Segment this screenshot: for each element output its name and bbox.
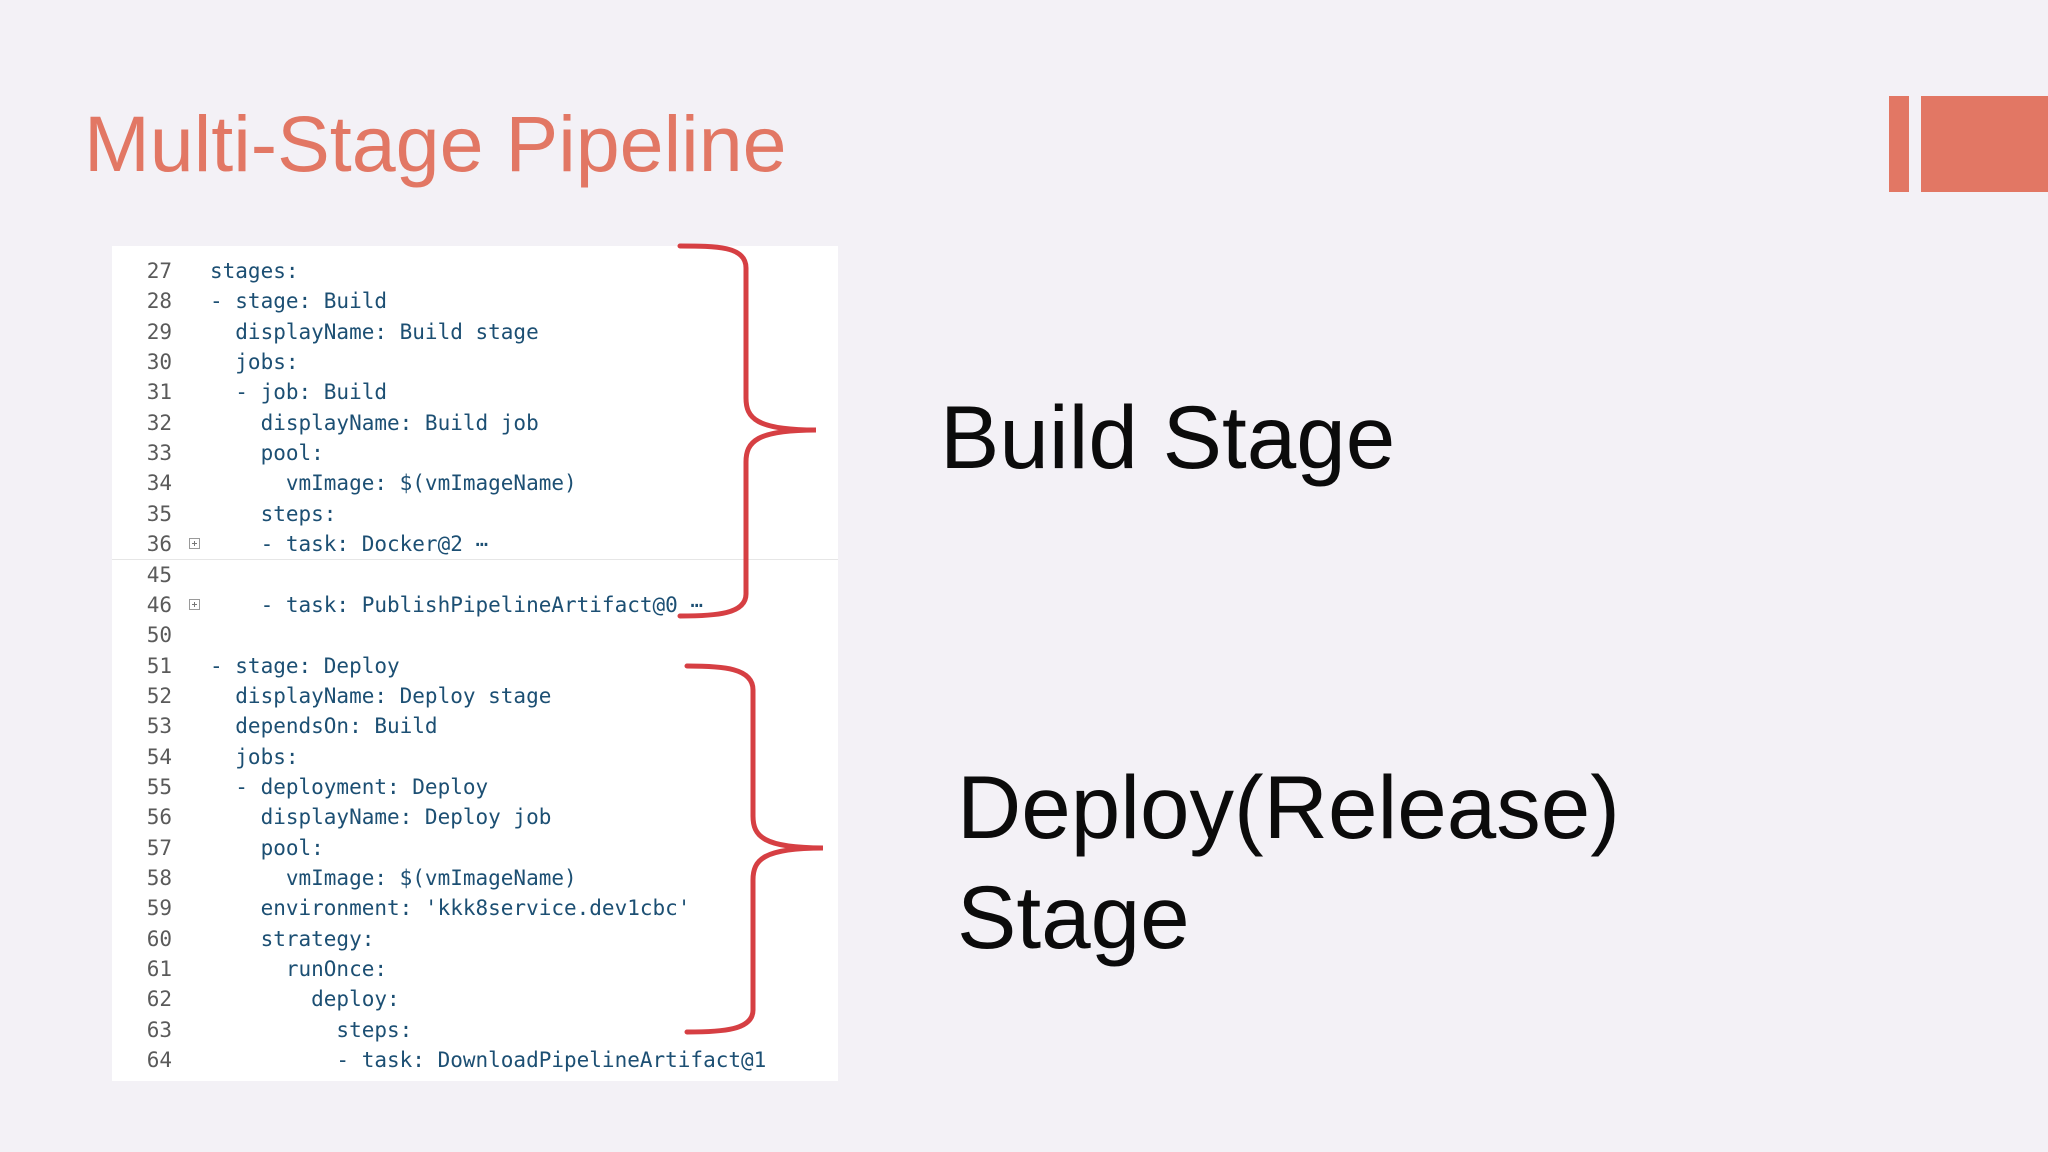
- line-number: 62: [146, 987, 172, 1012]
- code-text: dependsOn: Build: [210, 714, 438, 739]
- code-line: 31 - job: Build: [112, 377, 838, 407]
- code-text: jobs:: [210, 350, 299, 375]
- code-line: 30 jobs:: [112, 347, 838, 377]
- code-text: - stage: Deploy: [210, 653, 400, 678]
- line-number: 60: [146, 926, 172, 951]
- deploy-stage-label-line2: Stage: [957, 867, 1190, 967]
- build-stage-label: Build Stage: [940, 387, 1396, 487]
- code-line: 59 environment: 'kkk8service.dev1cbc': [112, 893, 838, 923]
- code-line: 58 vmImage: $(vmImageName): [112, 863, 838, 893]
- line-number: 33: [146, 441, 172, 466]
- code-line: 32 displayName: Build job: [112, 408, 838, 438]
- line-number: 61: [146, 957, 172, 982]
- code-text: - task: DownloadPipelineArtifact@1: [210, 1048, 767, 1073]
- code-text: deploy:: [210, 987, 400, 1012]
- code-text: displayName: Deploy job: [210, 805, 552, 830]
- code-text: displayName: Build stage: [210, 319, 539, 344]
- code-text: - job: Build: [210, 380, 388, 405]
- line-number: 36: [146, 532, 172, 557]
- code-line: 53 dependsOn: Build: [112, 711, 838, 741]
- code-line: 46 - task: PublishPipelineArtifact@0 ⋯: [112, 590, 838, 620]
- line-number: 57: [146, 835, 172, 860]
- code-text: displayName: Build job: [210, 410, 539, 435]
- code-line: 63 steps:: [112, 1015, 838, 1045]
- code-screenshot-panel: 27 stages: 28 - stage: Build 29 displayName:…: [112, 246, 838, 1081]
- code-text: environment: 'kkk8service.dev1cbc': [210, 896, 691, 921]
- code-text: - task: Docker@2 ⋯: [210, 532, 489, 557]
- code-line: 33 pool:: [112, 438, 838, 468]
- line-number: 50: [146, 623, 172, 648]
- line-number: 56: [146, 805, 172, 830]
- line-number: 30: [146, 350, 172, 375]
- deploy-stage-label-line1: Deploy(Release): [957, 757, 1620, 857]
- code-line: 52 displayName: Deploy stage: [112, 681, 838, 711]
- line-number: 27: [146, 259, 172, 283]
- code-text: steps:: [210, 501, 337, 526]
- line-number: 52: [146, 683, 172, 708]
- code-text: - task: PublishPipelineArtifact@0 ⋯: [210, 592, 704, 617]
- code-line: 34 vmImage: $(vmImageName): [112, 468, 838, 498]
- build-stage-brace: [677, 243, 817, 619]
- deploy-stage-brace: [684, 663, 824, 1035]
- code-text: jobs:: [210, 744, 299, 769]
- line-number: 31: [146, 380, 172, 405]
- code-text: displayName: Deploy stage: [210, 683, 552, 708]
- line-number: 45: [146, 562, 172, 587]
- code-line: 50: [112, 620, 838, 650]
- decorative-accent-bar-wide: [1921, 96, 2048, 192]
- line-number: 46: [146, 592, 172, 617]
- code-text: steps:: [210, 1017, 413, 1042]
- code-line: 28 - stage: Build: [112, 286, 838, 316]
- line-number: 51: [146, 653, 172, 678]
- code-line: 61 runOnce:: [112, 954, 838, 984]
- expand-fold-icon[interactable]: [189, 538, 200, 550]
- slide-title: Multi-Stage Pipeline: [84, 99, 787, 188]
- code-text: runOnce:: [210, 957, 388, 982]
- code-line: 57 pool:: [112, 833, 838, 863]
- line-number: 32: [146, 410, 172, 435]
- code-text: vmImage: $(vmImageName): [210, 866, 577, 890]
- code-line: 36 - task: Docker@2 ⋯: [112, 529, 838, 561]
- code-text: strategy:: [210, 926, 375, 951]
- line-number: 29: [146, 319, 172, 344]
- code-text: pool:: [210, 835, 324, 860]
- line-number: 35: [146, 501, 172, 526]
- line-number: 59: [146, 896, 172, 921]
- line-number: 63: [146, 1017, 172, 1042]
- code-line: 35 steps:: [112, 499, 838, 529]
- code-line: 55 - deployment: Deploy: [112, 772, 838, 802]
- line-number: 28: [146, 289, 172, 314]
- code-line: 29 displayName: Build stage: [112, 317, 838, 347]
- code-line: 62 deploy:: [112, 984, 838, 1014]
- code-line: 56 displayName: Deploy job: [112, 802, 838, 832]
- code-text: stages:: [210, 259, 299, 283]
- decorative-accent-bar-thin: [1889, 96, 1909, 192]
- code-line: 45: [112, 560, 838, 590]
- line-number: 34: [146, 471, 172, 496]
- line-number: 58: [146, 866, 172, 890]
- code-text: - stage: Build: [210, 289, 388, 314]
- code-line: 51 - stage: Deploy: [112, 651, 838, 681]
- code-text: vmImage: $(vmImageName): [210, 471, 577, 496]
- code-text: pool:: [210, 441, 324, 466]
- deploy-stage-label: Deploy(Release) Stage: [957, 752, 1620, 972]
- code-text: - deployment: Deploy: [210, 774, 489, 799]
- code-line: 64 - task: DownloadPipelineArtifact@1: [112, 1045, 838, 1075]
- line-number: 64: [146, 1048, 172, 1073]
- code-line: 60 strategy:: [112, 924, 838, 954]
- line-number: 54: [146, 744, 172, 769]
- code-line: 54 jobs:: [112, 742, 838, 772]
- code-line: 27 stages:: [112, 256, 838, 286]
- expand-fold-icon[interactable]: [189, 598, 200, 610]
- line-number: 55: [146, 774, 172, 799]
- line-number: 53: [146, 714, 172, 739]
